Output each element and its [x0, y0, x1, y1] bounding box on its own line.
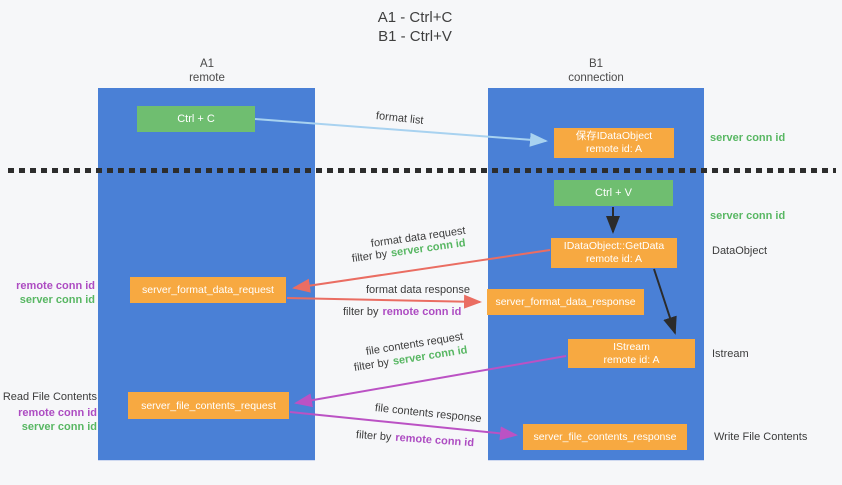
column-a1-role: remote — [189, 72, 225, 84]
column-header-a1: A1 remote — [142, 57, 272, 85]
server-format-data-request-box: server_format_data_request — [130, 277, 286, 303]
save-dataobject-box: 保存IDataObject remote id: A — [554, 128, 674, 158]
ctrl-v-box: Ctrl + V — [554, 180, 673, 206]
remote-conn-id-side-label: remote conn id — [16, 280, 95, 292]
save-dataobject-line1: 保存IDataObject — [575, 130, 653, 142]
server-conn-id-side-label-top: server conn id — [710, 132, 786, 144]
title-line-2: B1 - Ctrl+V — [378, 28, 452, 45]
filter-prefix: filter by — [351, 248, 388, 265]
column-b1-name: B1 — [588, 58, 604, 70]
istream-side-label: Istream — [712, 348, 749, 360]
server-format-data-response-box: server_format_data_response — [487, 289, 644, 315]
filter-prefix: filter by — [355, 429, 392, 444]
server-conn-id-side-label: server conn id — [19, 294, 95, 306]
remote-conn-id-value: remote conn id — [394, 431, 475, 450]
dataobject-side-label: DataObject — [712, 245, 768, 257]
format-list-label: format list — [375, 110, 425, 127]
column-header-b1: B1 connection — [531, 57, 661, 85]
remote-conn-id-value: remote conn id — [382, 306, 462, 318]
remote-conn-id-side-label: remote conn id — [18, 407, 97, 419]
filter-prefix: filter by — [343, 306, 379, 318]
file-contents-response-label: file contents response — [374, 402, 483, 426]
server-conn-id-side-label: server conn id — [21, 421, 97, 433]
read-file-contents-label: Read File Contents — [2, 391, 97, 403]
server-conn-id-side-label-mid: server conn id — [710, 210, 786, 222]
ctrl-c-box: Ctrl + C — [137, 106, 255, 132]
title-line-1: A1 - Ctrl+C — [377, 9, 453, 26]
write-file-contents-label: Write File Contents — [714, 431, 808, 443]
save-dataobject-line2: remote id: A — [585, 143, 643, 155]
filter-prefix: filter by — [353, 356, 390, 374]
format-data-response-label: format data response — [366, 284, 470, 296]
copy-paste-divider — [8, 168, 836, 173]
arrow-format-data-response — [286, 294, 482, 309]
column-b1-role: connection — [568, 72, 624, 84]
getdata-box: IDataObject::GetData remote id: A — [551, 238, 677, 268]
istream-line2: remote id: A — [603, 353, 660, 366]
istream-line1: IStream — [613, 340, 650, 353]
format-request-conn-ids-label: remote conn id server conn id — [0, 279, 95, 307]
istream-box: IStream remote id: A — [568, 339, 695, 368]
column-a1-name: A1 — [199, 58, 215, 70]
server-file-contents-request-box: server_file_contents_request — [128, 392, 289, 419]
getdata-line1: IDataObject::GetData — [563, 240, 665, 252]
getdata-line2: remote id: A — [585, 253, 643, 265]
server-file-contents-response-box: server_file_contents_response — [523, 424, 687, 450]
diagram-title: A1 - Ctrl+C B1 - Ctrl+V — [320, 8, 510, 46]
read-file-contents-block: Read File Contents remote conn id server… — [0, 390, 97, 434]
